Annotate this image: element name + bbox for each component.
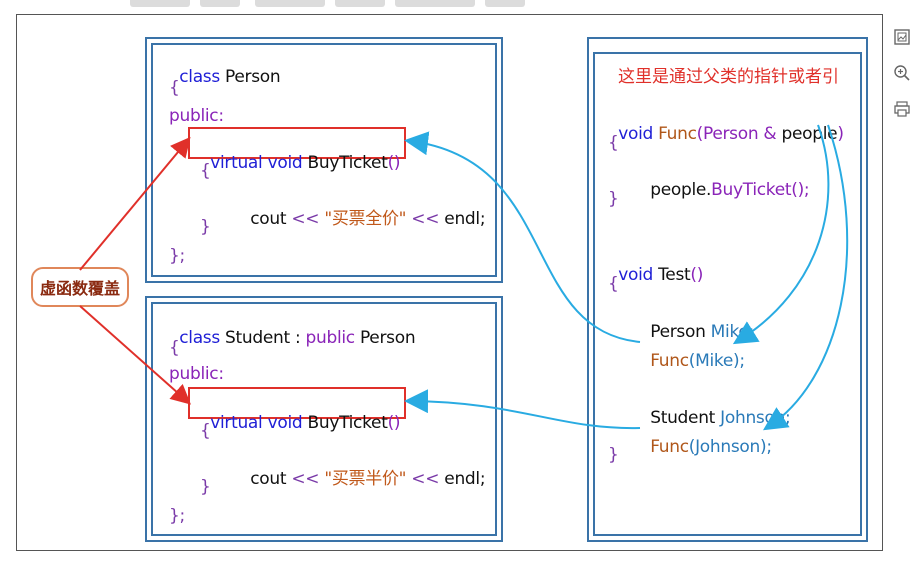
student-method-open-brace: { bbox=[200, 421, 211, 441]
student-cout-line: cout << "买票半价" << endl; bbox=[240, 449, 485, 489]
stream-op: << bbox=[406, 209, 445, 229]
cout-token: cout bbox=[250, 209, 287, 229]
person-method-open-brace: { bbox=[200, 161, 211, 181]
stream-op: << bbox=[286, 469, 325, 489]
param-name: people bbox=[781, 124, 838, 144]
func-open-brace: { bbox=[608, 133, 619, 153]
stream-op: << bbox=[406, 469, 445, 489]
cout-token: cout bbox=[250, 469, 287, 489]
params-close: ) bbox=[837, 124, 844, 144]
member-dot: . bbox=[706, 180, 712, 200]
type-name: Student bbox=[650, 408, 716, 428]
class-name: Person bbox=[219, 67, 281, 87]
annotation-note: 这里是通过父类的指针或者引 bbox=[618, 62, 839, 87]
param-type: (Person bbox=[696, 124, 759, 144]
call-args: (Johnson); bbox=[688, 437, 772, 457]
zoom-in-icon[interactable] bbox=[889, 60, 915, 86]
string-literal: "买票全价" bbox=[324, 209, 407, 229]
method-name: BuyTicket bbox=[302, 153, 388, 173]
call-args: (Mike); bbox=[688, 351, 745, 371]
void-keyword: void bbox=[262, 153, 303, 173]
test-open-brace: { bbox=[608, 274, 619, 294]
person-close-brace: }; bbox=[169, 246, 185, 266]
person-public-label: public: bbox=[169, 106, 224, 126]
person-cout-line: cout << "买票全价" << endl; bbox=[240, 189, 485, 229]
method-name: BuyTicket bbox=[302, 413, 388, 433]
base-class-name: Person bbox=[354, 328, 416, 348]
func-mike-call: Func(Mike); bbox=[640, 331, 745, 371]
void-keyword: void bbox=[618, 124, 653, 144]
student-class-line: class Student : public Person bbox=[169, 308, 415, 348]
side-toolbar bbox=[889, 24, 917, 132]
virtual-keyword: virtual bbox=[210, 413, 263, 433]
endl-token: endl; bbox=[444, 469, 486, 489]
method-parens: () bbox=[387, 153, 401, 173]
object-name: people bbox=[650, 180, 707, 200]
student-buyticket-decl: virtual void BuyTicket() bbox=[200, 393, 400, 433]
string-literal: "买票半价" bbox=[324, 469, 407, 489]
inherit-colon: : bbox=[289, 328, 306, 348]
public-keyword: public bbox=[305, 328, 356, 348]
func-call-name: Func bbox=[650, 437, 689, 457]
person-open-brace: { bbox=[169, 78, 180, 98]
ref-amp: & bbox=[758, 124, 782, 144]
person-class-line: class Person bbox=[169, 47, 280, 87]
test-signature: void Test() bbox=[608, 245, 703, 285]
test-close-brace: } bbox=[608, 445, 619, 465]
image-icon[interactable] bbox=[889, 24, 915, 50]
print-icon[interactable] bbox=[889, 96, 915, 122]
type-name: Person bbox=[650, 322, 706, 342]
func-signature: void Func(Person & people) bbox=[608, 104, 844, 144]
person-method-close-brace: } bbox=[200, 217, 211, 237]
virtual-override-badge: 虚函数覆盖 bbox=[31, 267, 129, 307]
func-name: Func bbox=[653, 124, 697, 144]
virtual-call: BuyTicket bbox=[711, 180, 792, 200]
func-call-name: Func bbox=[650, 351, 689, 371]
stream-op: << bbox=[286, 209, 325, 229]
person-buyticket-decl: virtual void BuyTicket() bbox=[200, 133, 400, 173]
test-parens: () bbox=[690, 265, 704, 285]
student-public-label: public: bbox=[169, 364, 224, 384]
class-keyword: class bbox=[179, 328, 220, 348]
call-end: (); bbox=[791, 180, 810, 200]
cropped-header-strip bbox=[0, 0, 880, 14]
endl-token: endl; bbox=[444, 209, 486, 229]
func-close-brace: } bbox=[608, 189, 619, 209]
student-open-brace: { bbox=[169, 338, 180, 358]
void-keyword: void bbox=[262, 413, 303, 433]
class-keyword: class bbox=[179, 67, 220, 87]
test-name: Test bbox=[653, 265, 691, 285]
virtual-keyword: virtual bbox=[210, 153, 263, 173]
func-johnson-call: Func(Johnson); bbox=[640, 417, 772, 457]
func-body-call: people.BuyTicket(); bbox=[640, 160, 809, 200]
void-keyword: void bbox=[618, 265, 653, 285]
student-method-close-brace: } bbox=[200, 477, 211, 497]
student-close-brace: }; bbox=[169, 506, 185, 526]
method-parens: () bbox=[387, 413, 401, 433]
class-name: Student bbox=[219, 328, 290, 348]
person-buyticket-highlight bbox=[188, 127, 406, 159]
